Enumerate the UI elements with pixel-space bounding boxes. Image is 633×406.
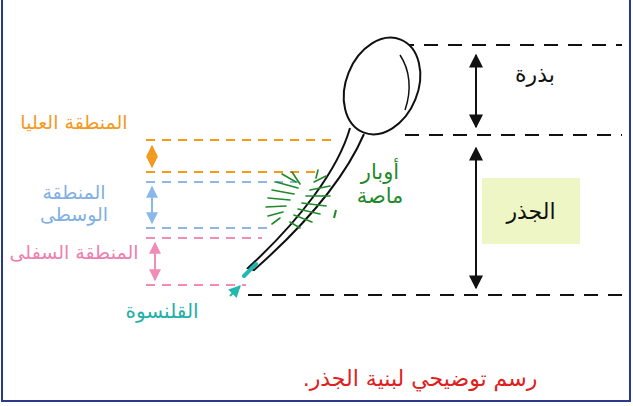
caption: رسم توضيحي لبنية الجذر.	[250, 366, 590, 391]
seed-arrow	[475, 55, 477, 127]
cap-leader	[230, 286, 240, 296]
root-hairs	[266, 170, 330, 228]
part-label: المنطقة العليا	[6, 112, 142, 134]
root-box: الجذر	[482, 178, 580, 244]
hair-leader	[334, 210, 336, 218]
root-shape	[248, 128, 364, 270]
part-label: القلنسوة	[96, 300, 228, 323]
root-arrow	[475, 148, 477, 288]
part-label: المنطقة السفلى	[6, 242, 142, 264]
seed-shape	[330, 26, 434, 146]
part-label: أوبار ماصة	[338, 160, 422, 208]
seed-detail	[400, 55, 409, 110]
part-label: بذرة	[500, 62, 570, 87]
frame-line	[629, 0, 631, 402]
guide-lines	[248, 45, 622, 295]
zone-arrow	[151, 146, 153, 167]
zone-arrow	[151, 187, 153, 223]
frame-line	[1, 0, 3, 402]
part-label: المنطقة الوسطى	[6, 182, 142, 226]
node-label: الجذر	[506, 199, 555, 224]
frame-line	[2, 400, 630, 402]
zone-arrow	[154, 243, 156, 280]
root-cap	[244, 264, 256, 276]
